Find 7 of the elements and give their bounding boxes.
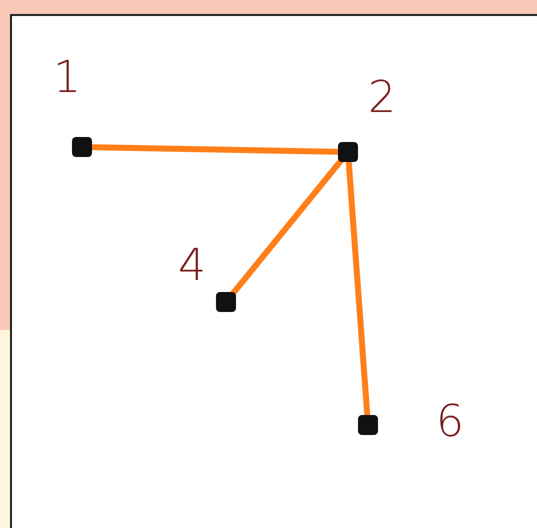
connector-line — [92, 144, 338, 155]
vertex-number: 4 — [177, 242, 207, 290]
vertex-number: 1 — [52, 54, 82, 102]
vertex-number: 2 — [367, 74, 397, 122]
vertex-number: 6 — [435, 398, 465, 446]
connector-line — [230, 158, 344, 296]
connector-line — [346, 162, 370, 416]
